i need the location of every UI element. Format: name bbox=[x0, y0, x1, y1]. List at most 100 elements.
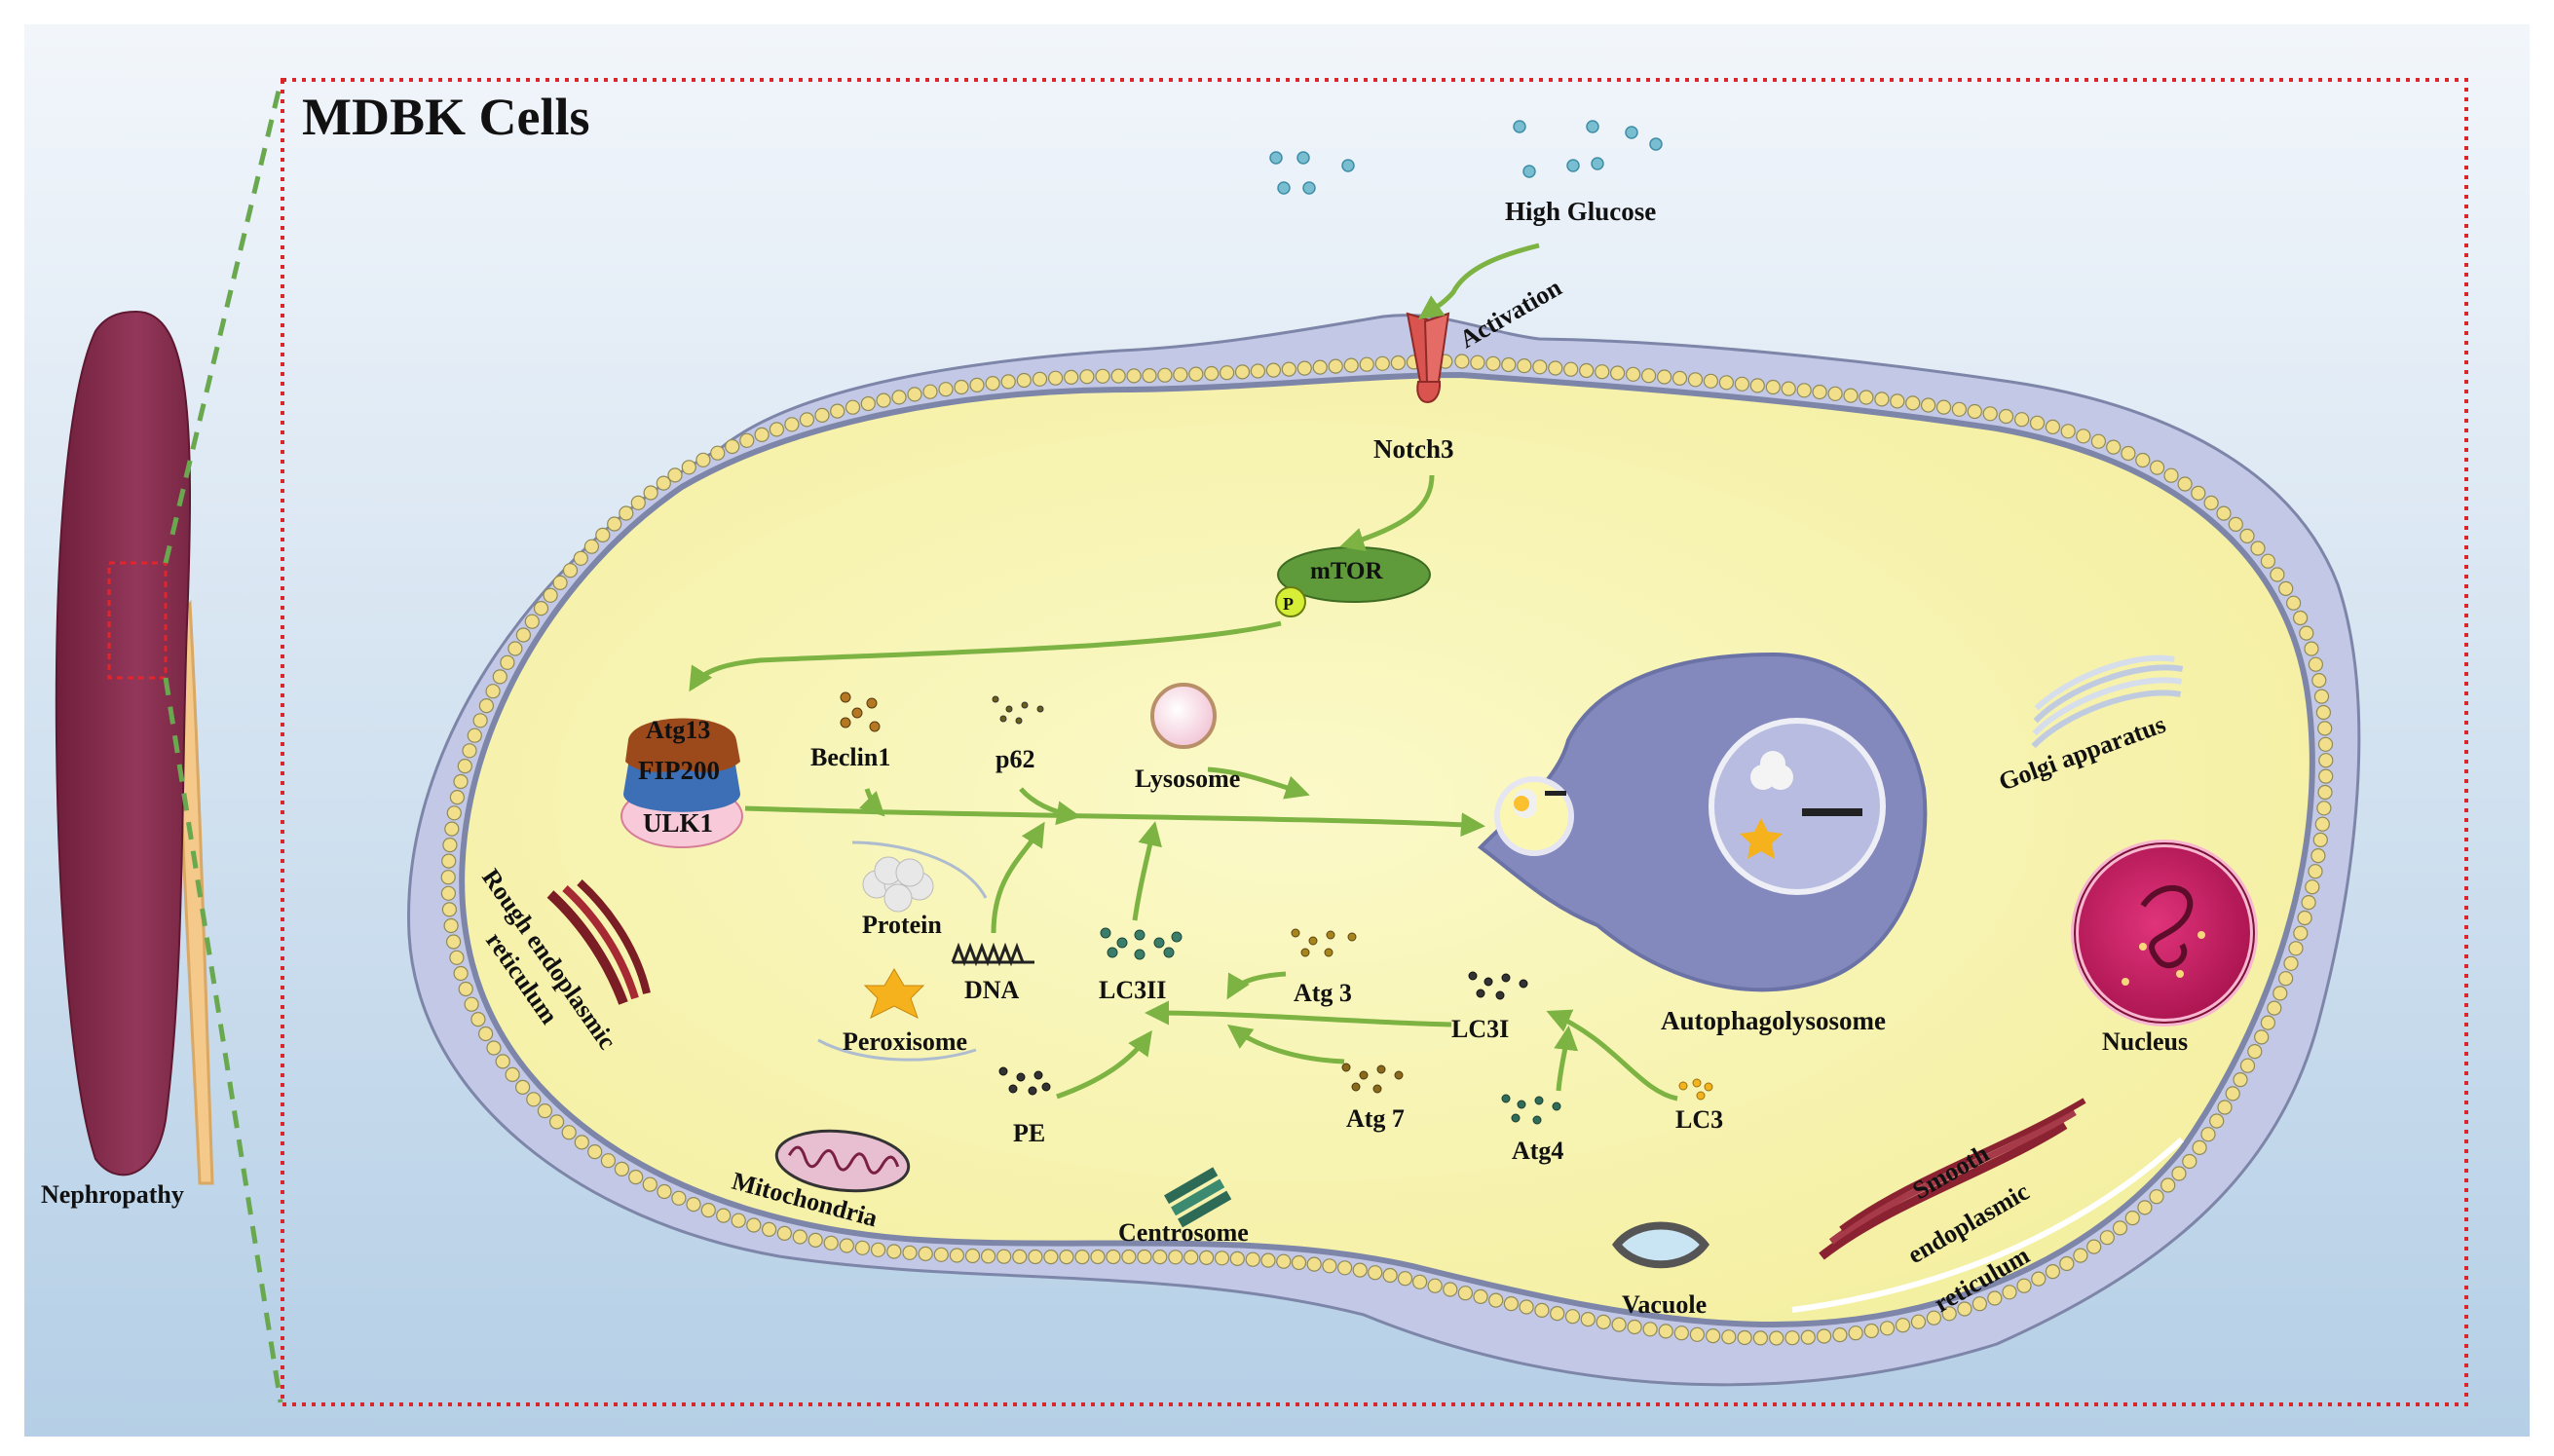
arrow-dna-to-p62 bbox=[991, 821, 1045, 934]
membrane-bead bbox=[2002, 1285, 2017, 1300]
membrane-bead bbox=[1951, 401, 1968, 417]
membrane-bead bbox=[1059, 1249, 1074, 1265]
membrane-bead bbox=[1827, 386, 1843, 401]
glucose-dots-icon bbox=[1269, 120, 1663, 195]
membrane-bead bbox=[1640, 368, 1657, 384]
membrane-bead bbox=[784, 417, 800, 432]
lysosome-icon bbox=[1150, 683, 1217, 749]
membrane-bead bbox=[515, 627, 532, 643]
membrane-bead bbox=[2203, 495, 2219, 511]
notch3-receptor-icon bbox=[1406, 312, 1450, 403]
membrane-bead bbox=[1519, 1299, 1534, 1315]
membrane-bead bbox=[1890, 393, 1905, 409]
membrane-bead bbox=[2045, 1263, 2060, 1280]
membrane-bead bbox=[1142, 368, 1157, 384]
membrane-bead bbox=[446, 805, 462, 821]
membrane-bead bbox=[1564, 1309, 1581, 1325]
membrane-bead bbox=[1671, 370, 1688, 386]
membrane-bead bbox=[1000, 374, 1016, 390]
membrane-bead bbox=[1137, 1249, 1152, 1265]
membrane-bead bbox=[918, 1246, 933, 1262]
golgi-apparatus-icon bbox=[2031, 654, 2184, 749]
membrane-bead bbox=[2160, 1177, 2176, 1193]
membrane-bead bbox=[2182, 1153, 2197, 1170]
membrane-bead bbox=[1550, 1305, 1565, 1322]
membrane-bead bbox=[1800, 1329, 1816, 1345]
membrane-bead bbox=[1374, 355, 1390, 371]
membrane-bead bbox=[1296, 360, 1312, 376]
membrane-bead bbox=[922, 384, 938, 399]
membrane-bead bbox=[441, 902, 457, 917]
beclin1-label: Beclin1 bbox=[810, 743, 890, 771]
membrane-bead bbox=[2112, 1220, 2128, 1236]
membrane-bead bbox=[2171, 1166, 2187, 1181]
membrane-bead bbox=[769, 422, 785, 437]
membrane-bead bbox=[1687, 372, 1704, 388]
mtor-label: mTOR bbox=[1310, 558, 1383, 584]
membrane-bead bbox=[2305, 879, 2320, 895]
membrane-bead bbox=[739, 432, 755, 448]
membrane-bead bbox=[1812, 384, 1827, 400]
peroxisome-icon bbox=[863, 968, 925, 1019]
membrane-bead bbox=[562, 563, 579, 579]
membrane-bead bbox=[524, 614, 540, 629]
membrane-bead bbox=[2233, 1071, 2248, 1088]
membrane-bead bbox=[2314, 816, 2330, 832]
membrane-bead bbox=[1457, 1286, 1474, 1301]
membrane-bead bbox=[630, 495, 646, 510]
membrane-bead bbox=[1427, 1278, 1443, 1293]
membrane-bead bbox=[2149, 1189, 2164, 1205]
membrane-bead bbox=[969, 377, 985, 392]
membrane-bead bbox=[2177, 476, 2193, 492]
atg7-dots-icon bbox=[1341, 1063, 1404, 1094]
membrane-bead bbox=[814, 407, 830, 423]
membrane-bead bbox=[2260, 553, 2275, 569]
diagram-title: MDBK Cells bbox=[302, 88, 589, 146]
membrane-bead bbox=[1816, 1328, 1832, 1344]
membrane-bead bbox=[985, 376, 1000, 392]
membrane-bead bbox=[1905, 395, 1921, 411]
membrane-bead bbox=[1987, 1290, 2003, 1306]
membrane-bead bbox=[444, 821, 460, 837]
membrane-bead bbox=[761, 1221, 777, 1238]
membrane-bead bbox=[876, 392, 891, 408]
membrane-bead bbox=[573, 550, 588, 566]
membrane-bead bbox=[470, 1011, 486, 1027]
membrane-bead bbox=[1390, 355, 1407, 371]
atg7-label: Atg 7 bbox=[1346, 1104, 1405, 1133]
membrane-bead bbox=[1343, 357, 1359, 373]
membrane-bead bbox=[1157, 367, 1173, 383]
membrane-bead bbox=[472, 713, 488, 728]
membrane-bead bbox=[2312, 832, 2328, 848]
membrane-bead bbox=[1596, 1314, 1611, 1330]
membrane-bead bbox=[2191, 485, 2206, 501]
arrow-pe bbox=[1056, 1029, 1152, 1100]
cytoplasm bbox=[459, 371, 2315, 1328]
membrane-bead bbox=[2304, 641, 2319, 656]
membrane-bead bbox=[2200, 1127, 2216, 1142]
membrane-bead bbox=[2308, 864, 2323, 879]
membrane-bead bbox=[949, 1248, 965, 1263]
membrane-bead bbox=[600, 1153, 617, 1169]
membrane-bead bbox=[2297, 910, 2312, 926]
membrane-bead bbox=[2014, 412, 2030, 428]
membrane-bead bbox=[552, 575, 568, 591]
membrane-bead bbox=[671, 1190, 687, 1206]
membrane-bead bbox=[1848, 1325, 1863, 1341]
membrane-bead bbox=[607, 516, 622, 532]
arrow-notch3-to-mtor bbox=[1339, 474, 1435, 552]
membrane-bead bbox=[2308, 656, 2323, 672]
membrane-bead bbox=[1863, 1323, 1879, 1339]
membrane-bead bbox=[2311, 672, 2327, 689]
membrane-bead bbox=[1121, 1249, 1137, 1265]
membrane-bead bbox=[526, 1092, 542, 1107]
membrane-bead bbox=[2016, 1278, 2032, 1293]
membrane-bead bbox=[537, 1102, 553, 1119]
membrane-bead bbox=[860, 395, 876, 412]
membrane-bead bbox=[467, 728, 482, 743]
membrane-bead bbox=[628, 1169, 644, 1185]
membrane-bead bbox=[1473, 1288, 1488, 1305]
membrane-bead bbox=[1609, 365, 1626, 381]
membrane-bead bbox=[681, 460, 696, 475]
membrane-bead bbox=[2239, 1058, 2256, 1073]
